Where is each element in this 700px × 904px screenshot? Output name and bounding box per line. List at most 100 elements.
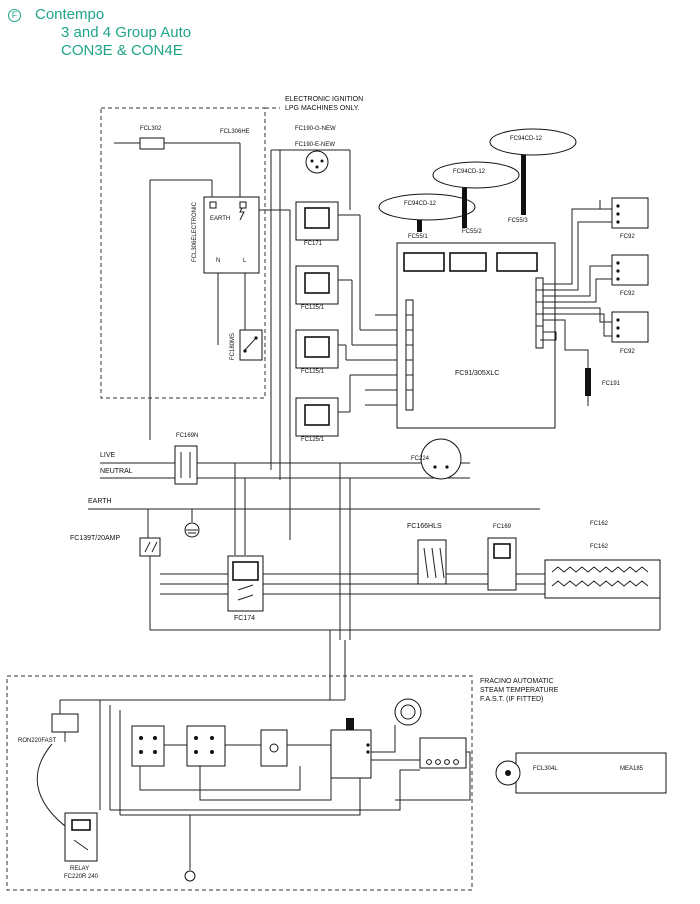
fc55-1-label: FC55/1 — [408, 234, 428, 240]
fast-region-border — [6, 675, 473, 891]
element-pin — [310, 159, 314, 163]
relay-label-1: RELAY — [70, 866, 89, 872]
pump-pin — [445, 465, 449, 469]
control-box-connector — [346, 718, 354, 730]
flowmeter-pin — [616, 204, 620, 208]
transformer-terminal — [435, 759, 441, 765]
sensor-cable — [36, 743, 71, 831]
button-pin — [153, 750, 157, 754]
earth-label: EARTH — [88, 498, 112, 505]
fc94cd12-label: FC94CD-12 — [510, 136, 543, 142]
fc190-g-label: FC190-G-NEW — [295, 126, 336, 132]
fc94cd12-cable — [432, 161, 520, 189]
fc92-label: FC92 — [620, 291, 635, 297]
fcl302-fuse — [139, 137, 165, 150]
solenoid-coil — [304, 404, 330, 426]
fc174-relay — [227, 555, 264, 612]
fc125-solenoid — [295, 265, 339, 305]
fc94cd12-label: FC94CD-12 — [453, 169, 486, 175]
relay-label-2: FC220R 240 — [64, 874, 99, 880]
fast-wire — [139, 766, 301, 791]
solenoid-coil — [304, 336, 330, 358]
fcl302-label: FCL302 — [140, 126, 162, 132]
fc171-label: FC171 — [304, 241, 323, 247]
page-header: F Contempo 3 and 4 Group Auto CON3E & CO… — [8, 6, 191, 60]
ignition-terminal — [209, 201, 217, 209]
fracino-line2: STEAM TEMPERATURE — [480, 687, 559, 694]
steam-solenoid — [260, 729, 288, 767]
touchpad-connector — [403, 252, 445, 272]
push-button-cappuccino — [131, 725, 165, 767]
fc55-2-label: FC55/2 — [462, 229, 482, 235]
switch-rocker — [493, 543, 511, 559]
element-pin — [315, 165, 319, 169]
button-pin — [210, 736, 214, 740]
button-pin — [139, 750, 143, 754]
switch-node — [243, 349, 247, 353]
fc180ms-label: FC180MS — [230, 333, 236, 360]
thermostat-contact — [439, 547, 445, 579]
fc94cd12-cable — [378, 193, 476, 221]
page-title: Contempo — [35, 6, 105, 23]
flowmeter-pin — [616, 269, 620, 273]
heater-coil — [551, 580, 649, 587]
relay-contact — [237, 584, 254, 591]
terminal-block — [535, 277, 544, 349]
push-button-latte — [186, 725, 226, 767]
ignition-note-line1: ELECTRONIC IGNITION — [285, 96, 363, 103]
fc125-solenoid — [295, 329, 339, 369]
relay-contact — [73, 839, 89, 851]
fc125-solenoid — [295, 397, 339, 437]
fc169-label: FC169 — [493, 524, 512, 530]
fast-wire — [120, 778, 361, 816]
probe-wire — [543, 319, 589, 368]
fc169-switch — [487, 537, 517, 591]
fc94cd12-label: FC94CD-12 — [404, 201, 437, 207]
flowmeter-wire — [543, 313, 612, 337]
fast-wire — [395, 751, 471, 801]
flowmeter-wire — [543, 307, 612, 323]
switch-contact — [244, 337, 257, 351]
fc125-label: FC125/1 — [301, 369, 325, 375]
ron220fast-sensor — [51, 713, 79, 733]
fc162-label-a: FC162 — [590, 521, 609, 527]
fast-wire — [371, 725, 396, 753]
fc220r-relay — [64, 812, 98, 862]
flowmeter-pin — [616, 318, 620, 322]
flowmeter-pin — [616, 220, 620, 224]
fc224-label: FC224 — [411, 456, 430, 462]
switch-node — [254, 336, 258, 340]
button-pin — [139, 736, 143, 740]
mea185-label: MEA185 — [620, 766, 644, 772]
fc190-element — [305, 150, 329, 174]
flowmeter-pin — [616, 212, 620, 216]
transformer-terminal — [426, 759, 432, 765]
flowmeter-wire — [543, 278, 612, 303]
relay-coil — [71, 819, 91, 831]
fracino-line1: FRACINO AUTOMATIC — [480, 678, 554, 685]
control-pin — [366, 743, 370, 747]
terminal-block — [405, 299, 414, 411]
fc94cd12-cable — [489, 128, 577, 156]
page-subtitle: 3 and 4 Group Auto — [61, 24, 192, 41]
button-pin — [194, 750, 198, 754]
fc55-3-label: FC55/3 — [508, 218, 528, 224]
fc166hls-thermostat — [417, 539, 447, 585]
fast-wire — [199, 766, 332, 801]
flowmeter-wire — [543, 208, 612, 285]
fc91-control-box — [396, 242, 556, 429]
fc169n-switch — [174, 445, 198, 485]
fc125-label: FC125/1 — [301, 437, 325, 443]
neutral-label: NEUTRAL — [100, 468, 133, 475]
ignition-terminal — [239, 201, 247, 209]
button-pin — [194, 736, 198, 740]
fc190-e-label: FC190-E-NEW — [295, 142, 335, 148]
flowmeter-pin — [616, 277, 620, 281]
fc139t-switch — [139, 537, 161, 557]
fcl306he-label: FCL306HE — [220, 129, 250, 135]
fc162-label-b: FC162 — [590, 544, 609, 550]
flowmeter-pin — [616, 334, 620, 338]
fc139t-label: FC139T/20AMP — [70, 535, 121, 542]
l-terminal-label: L — [243, 258, 247, 264]
gauge-center — [505, 770, 511, 776]
